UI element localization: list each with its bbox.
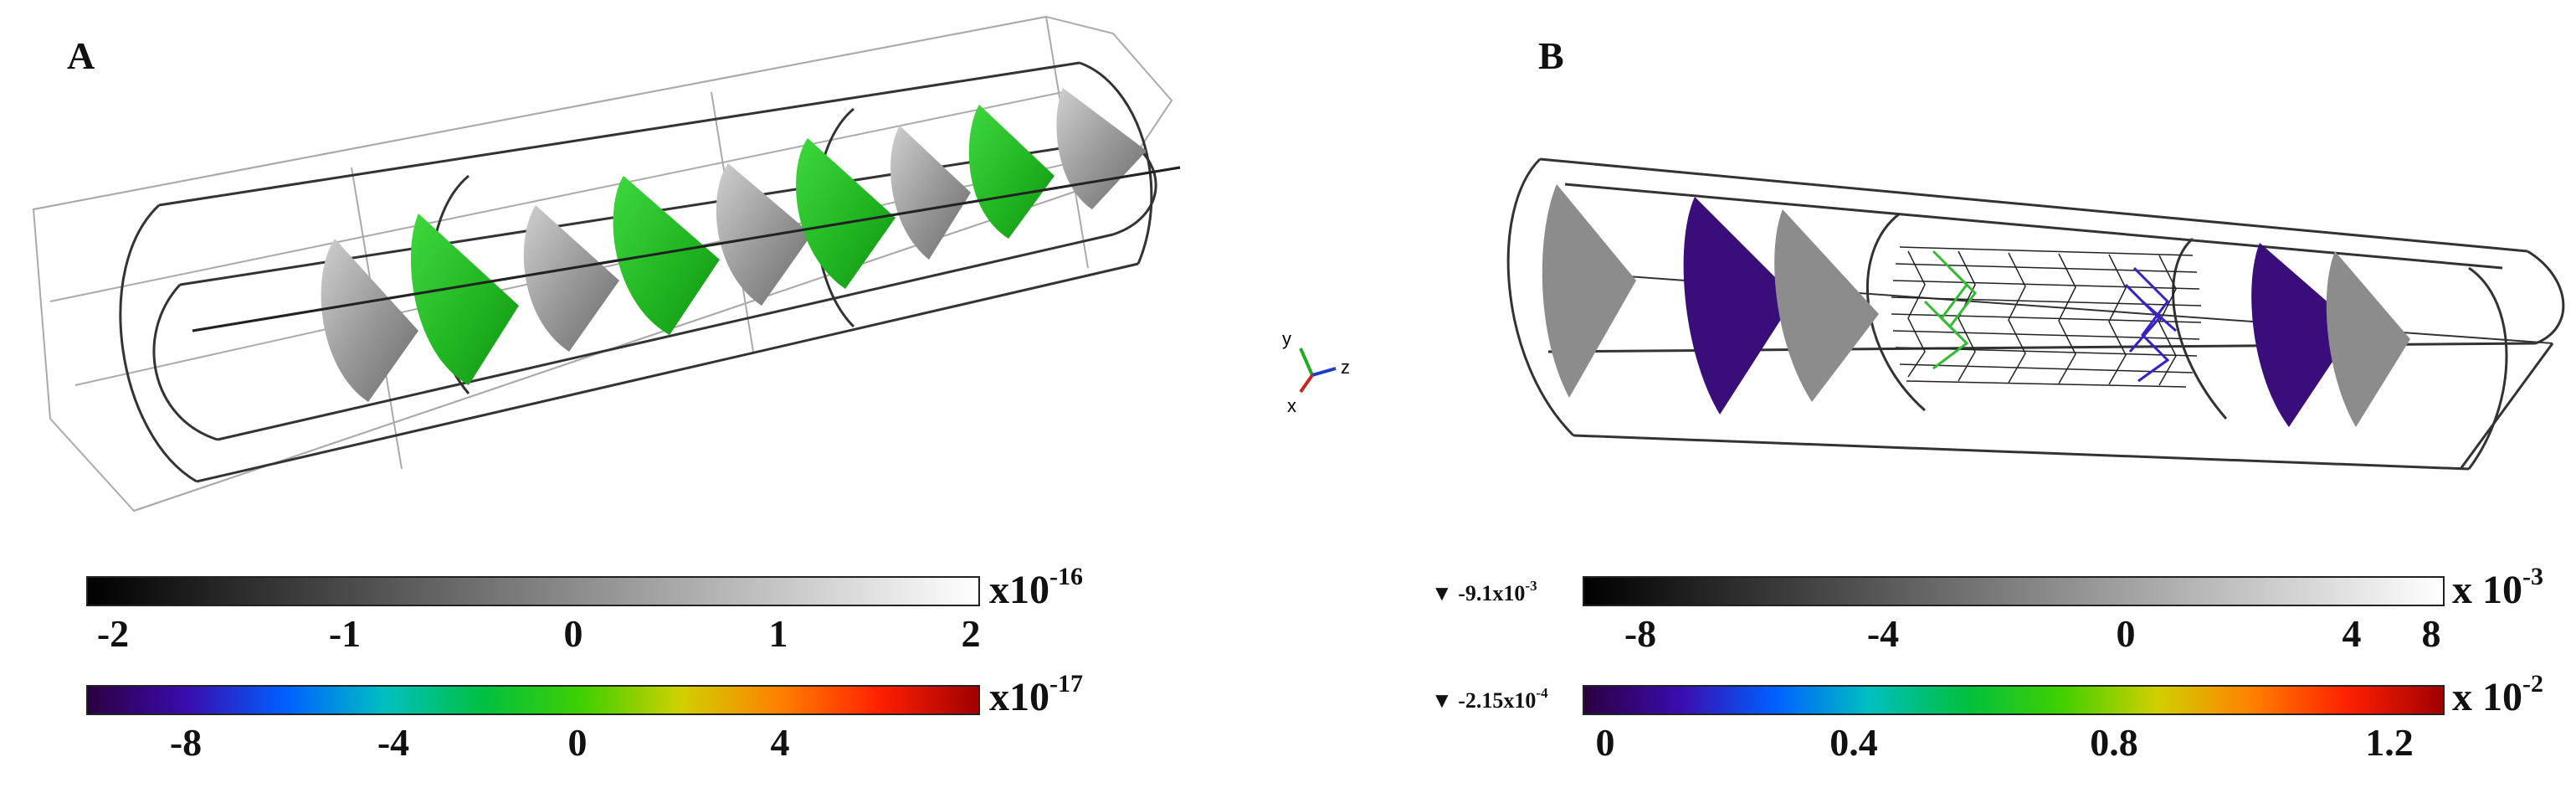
x-axis-label: x <box>1287 395 1296 416</box>
panel-b-letter: B <box>1538 34 1564 77</box>
panel-b-lattice <box>1891 246 2202 388</box>
axes-triad: y z x <box>1282 328 1350 416</box>
exponent-base: x 10 <box>2452 675 2522 719</box>
wedge-green-3 <box>796 138 895 289</box>
y-axis-arrow <box>1299 348 1314 376</box>
panel-b-rainbow-min-marker: ▼ -2.15x10-4 <box>1431 685 1548 713</box>
panel-a-gray-exponent: x10-16 <box>989 563 1083 613</box>
colorbar-tick-label: -8 <box>169 721 203 764</box>
colorbar-tick-label: 8 <box>2421 612 2441 655</box>
panel-a-colorbar-rainbow <box>86 685 980 715</box>
wedge-gray-b3 <box>2326 251 2410 427</box>
colorbar-tick-label: -8 <box>1624 612 1657 655</box>
x-axis-arrow <box>1299 373 1314 394</box>
colorbar-tick-label: 0 <box>1595 721 1615 764</box>
panel-b-colorbar-rainbow <box>1583 685 2445 715</box>
panel-b-colorbar-gray <box>1583 576 2445 606</box>
colorbar-tick-label: 4 <box>770 721 790 764</box>
colorbar-tick-label: 4 <box>2342 612 2362 655</box>
colorbar-tick-label: 0 <box>567 721 588 764</box>
wedge-gray-4 <box>890 126 971 260</box>
wedge-gray-2 <box>523 205 619 352</box>
panel-a-rainbow-exponent: x10-17 <box>989 670 1083 720</box>
panel-b-wedges <box>1542 184 2410 427</box>
panel-b-rainbow-exponent: x 10-2 <box>2452 670 2543 720</box>
colorbar-tick-label: 2 <box>961 612 981 655</box>
panel-b-gray-exponent: x 10-3 <box>2452 563 2543 613</box>
exponent-base: x 10 <box>2452 568 2522 612</box>
panel-b-cylinder-frame <box>1506 157 2565 471</box>
wedge-green-4 <box>968 105 1055 239</box>
panel-a-geometry <box>32 15 1181 512</box>
colorbar-tick-label: -2 <box>96 612 130 655</box>
min-marker-power: -4 <box>1536 685 1548 701</box>
min-marker-text: ▼ -9.1x10 <box>1431 581 1526 605</box>
min-marker-power: -3 <box>1525 578 1537 594</box>
colorbar-tick-label: 1 <box>768 612 788 655</box>
colorbar-tick-label: -4 <box>377 721 410 764</box>
exponent-power: -2 <box>2522 670 2543 698</box>
exponent-power: -3 <box>2522 563 2543 590</box>
panel-b-gray-min-marker: ▼ -9.1x10-3 <box>1431 578 1537 606</box>
y-axis-label: y <box>1282 328 1291 349</box>
z-axis-arrow <box>1311 367 1337 377</box>
exponent-base: x10 <box>989 568 1049 612</box>
colorbar-tick-label: 0 <box>563 612 583 655</box>
wedge-green-1 <box>410 214 519 385</box>
colorbar-tick-label: 1.2 <box>2365 721 2414 764</box>
colorbar-tick-label: -4 <box>1866 612 1900 655</box>
wedge-gray-1 <box>321 239 418 402</box>
panel-b-blue-lattice <box>2124 266 2177 383</box>
exponent-power: -16 <box>1049 563 1083 590</box>
z-axis-label: z <box>1341 357 1350 378</box>
panel-a-wedges <box>321 88 1147 402</box>
panel-a-letter: A <box>67 34 95 77</box>
wedge-gray-3 <box>716 163 812 306</box>
wedge-green-2 <box>613 176 720 335</box>
min-marker-text: ▼ -2.15x10 <box>1431 688 1537 713</box>
colorbar-tick-label: 0.4 <box>1829 721 1878 764</box>
colorbar-tick-label: 0 <box>2116 612 2136 655</box>
panel-b-geometry <box>1506 157 2565 471</box>
colorbar-tick-label: -1 <box>328 612 362 655</box>
wedge-gray-5 <box>1056 88 1147 209</box>
colorbar-tick-label: 0.8 <box>2090 721 2138 764</box>
wedge-purple-b1 <box>1683 197 1795 415</box>
panel-b-green-lattice <box>1923 250 1977 370</box>
panel-a-colorbar-gray <box>86 576 980 606</box>
wedge-gray-b1 <box>1542 184 1636 398</box>
wedge-gray-b2 <box>1774 209 1879 402</box>
wedge-purple-b2 <box>2251 243 2356 427</box>
exponent-base: x10 <box>989 675 1049 719</box>
exponent-power: -17 <box>1049 670 1083 698</box>
